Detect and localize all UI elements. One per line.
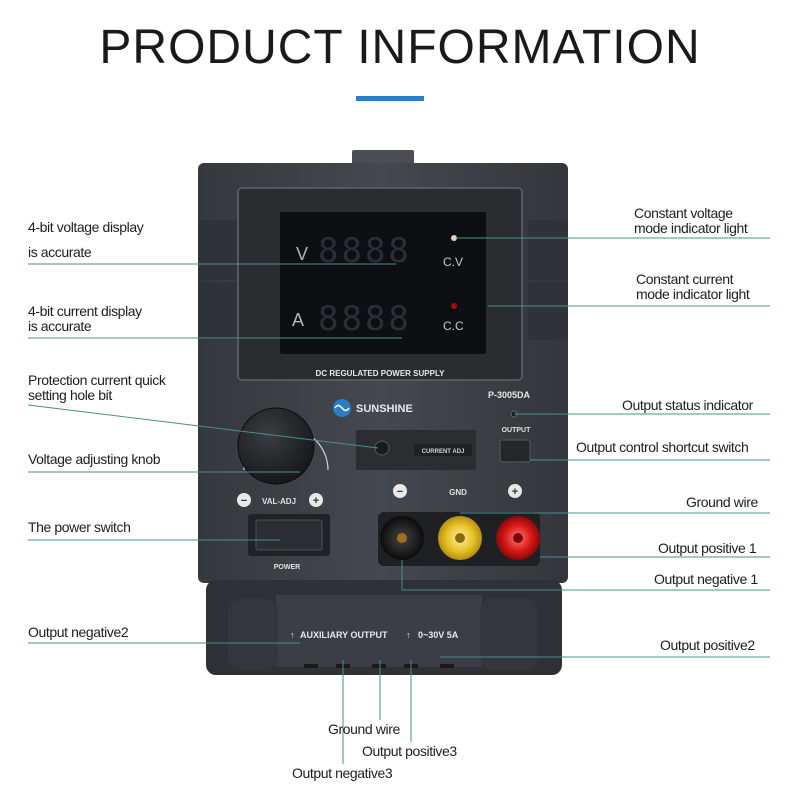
voltage-display: 8888 [318, 231, 412, 271]
current-display: 8888 [318, 299, 412, 339]
foot-right-pad [480, 598, 538, 670]
cc-indicator-light [451, 303, 457, 309]
label-line: is accurate [28, 244, 92, 260]
label-output-positive1: Output positive 1 [658, 540, 757, 556]
label-line: Constant voltage [634, 205, 733, 221]
foot-left-pad [228, 598, 278, 670]
label-protection: Protection current quick setting hole bi… [28, 372, 166, 403]
left-rib [198, 220, 238, 280]
knob-plus: + [313, 495, 319, 507]
label-output-negative3: Output negative3 [292, 765, 393, 781]
gnd-label: GND [449, 488, 467, 497]
label-cv-light: Constant voltage mode indicator light [634, 205, 748, 236]
aux-output-label: AUXILIARY OUTPUT [300, 630, 388, 640]
knob-label: VAL-ADJ [262, 497, 296, 506]
title-underline [356, 96, 424, 101]
terminal-minus: − [397, 486, 403, 498]
cv-indicator-light [451, 235, 457, 241]
power-switch [255, 519, 323, 551]
aux-port [440, 664, 454, 668]
aux-range-label: 0~30V 5A [418, 630, 459, 640]
label-ground-wire2: Ground wire [328, 721, 400, 737]
label-output-switch: Output control shortcut switch [576, 439, 749, 455]
right-rib [528, 220, 568, 280]
brand-name: SUNSHINE [356, 403, 413, 415]
label-line: 4-bit voltage display [28, 219, 144, 235]
left-rib [198, 282, 238, 340]
label-cc-light: Constant current mode indicator light [636, 271, 750, 302]
cv-label: C.V [443, 255, 463, 269]
cc-label: C.C [443, 319, 464, 333]
current-adj-label: CURRENT ADJ [422, 449, 465, 455]
label-output-negative2: Output negative2 [28, 624, 129, 640]
voltage-unit: V [296, 244, 308, 264]
label-current-display: 4-bit current display is accurate [28, 304, 142, 334]
aux-arrow: ↑ [290, 630, 295, 640]
panel-text: DC REGULATED POWER SUPPLY [316, 369, 446, 378]
model-name: P-3005DA [488, 390, 531, 400]
label-output-positive3: Output positive3 [362, 743, 457, 759]
label-line: mode indicator light [636, 286, 750, 302]
label-output-positive2: Output positive2 [660, 637, 755, 653]
power-label: POWER [274, 564, 300, 571]
label-power-switch: The power switch [28, 519, 131, 535]
current-unit: A [292, 310, 304, 330]
aux-port [304, 664, 318, 668]
label-line: is accurate [28, 318, 92, 334]
foot-panel [276, 595, 482, 667]
output-switch [499, 439, 531, 463]
label-output-negative1: Output negative 1 [654, 571, 758, 587]
leader-lines [27, 237, 770, 764]
label-voltage-display: 4-bit voltage display is accurate [28, 219, 144, 260]
right-rib [528, 282, 568, 340]
aux-arrow: ↑ [406, 630, 411, 640]
label-line: 4-bit current display [28, 303, 142, 319]
label-line: setting hole bit [28, 387, 112, 403]
page-title: PRODUCT INFORMATION [99, 21, 701, 74]
aux-port [372, 664, 386, 668]
output-label: OUTPUT [502, 427, 532, 434]
display-screen [280, 212, 486, 354]
label-voltage-knob: Voltage adjusting knob [28, 451, 161, 467]
label-line: Protection current quick [28, 372, 166, 388]
label-output-status: Output status indicator [622, 397, 753, 413]
terminal-plus: + [512, 486, 518, 498]
voltage-knob [237, 407, 315, 485]
knob-minus: − [241, 495, 247, 507]
label-ground-wire: Ground wire [686, 494, 758, 510]
label-line: Constant current [636, 271, 734, 287]
label-line: mode indicator light [634, 220, 748, 236]
